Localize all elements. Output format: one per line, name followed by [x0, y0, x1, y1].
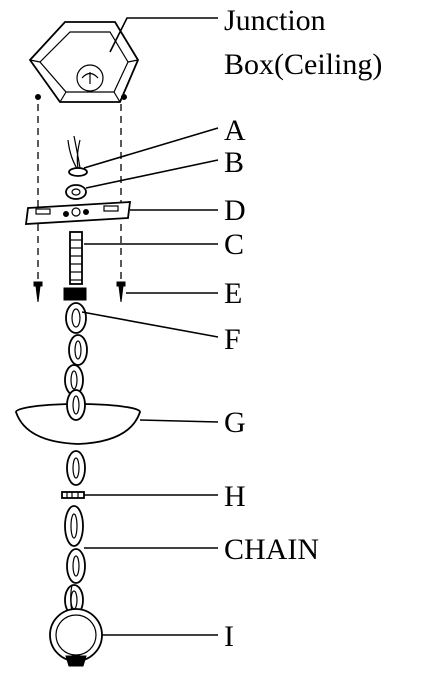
part-h-clip — [61, 491, 85, 499]
label-b: B — [224, 146, 244, 179]
junction-box — [28, 21, 140, 282]
label-i: I — [224, 620, 234, 653]
label-d: D — [224, 194, 246, 227]
part-e-screws — [33, 281, 126, 303]
part-g-canopy — [15, 389, 141, 445]
label-c: C — [224, 228, 244, 261]
part-d-crossbar — [24, 201, 132, 225]
leader-lines — [81, 17, 219, 636]
lower-chain — [64, 450, 86, 626]
part-b-nut — [65, 184, 87, 200]
label-chain: CHAIN — [224, 533, 319, 566]
wires — [67, 135, 81, 171]
part-c-threaded-nipple — [69, 231, 83, 285]
label-h: H — [224, 480, 246, 513]
upper-chain — [64, 334, 88, 396]
label-a: A — [224, 114, 246, 147]
label-junction-line1: Junction — [224, 4, 326, 37]
part-a-washer — [68, 167, 88, 177]
part-i-ring — [49, 608, 103, 667]
part-f-loop — [63, 287, 87, 334]
label-g: G — [224, 406, 246, 439]
label-e: E — [224, 277, 242, 310]
label-junction-line2: Box(Ceiling) — [224, 48, 382, 81]
label-f: F — [224, 323, 241, 356]
